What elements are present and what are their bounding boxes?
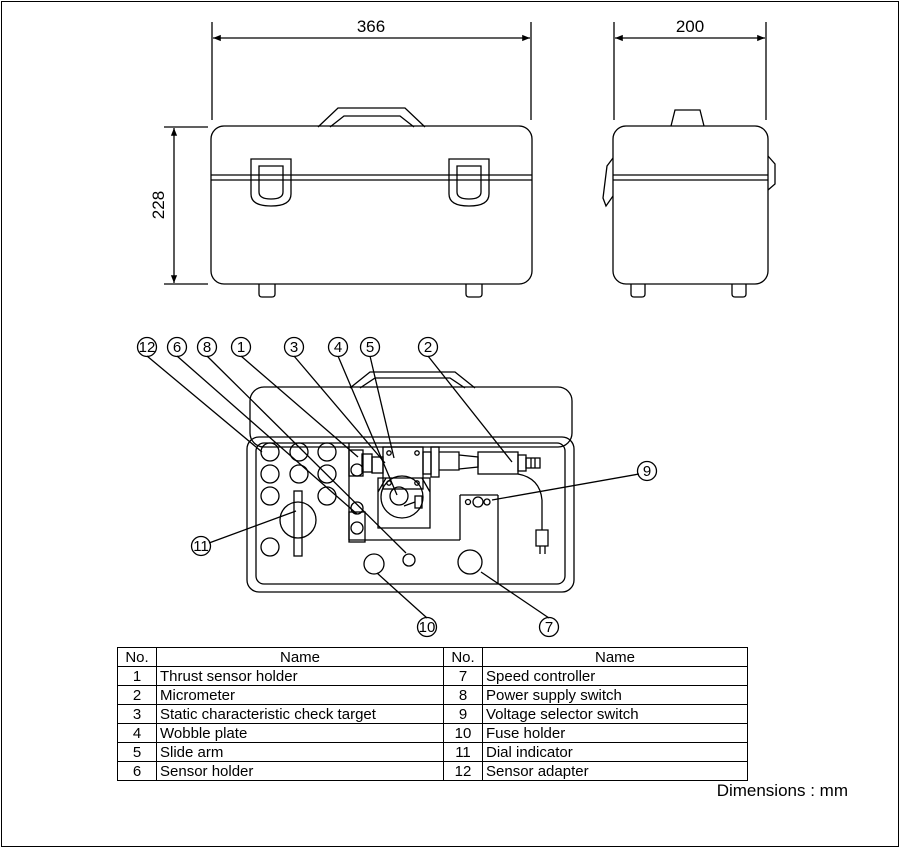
width-dimension bbox=[211, 22, 532, 120]
table-row: 1 Thrust sensor holder 7 Speed controlle… bbox=[117, 666, 748, 686]
part-name: Voltage selector switch bbox=[482, 704, 748, 724]
callout-circles bbox=[136, 336, 658, 638]
part-name: Speed controller bbox=[482, 666, 748, 686]
front-view bbox=[210, 107, 533, 298]
table-row: 4 Wobble plate 10 Fuse holder bbox=[117, 723, 748, 743]
part-name: Dial indicator bbox=[482, 742, 748, 762]
callout-7: 7 bbox=[545, 619, 553, 636]
callout-leaders bbox=[146, 355, 640, 619]
part-number: 2 bbox=[117, 685, 157, 705]
table-row: 5 Slide arm 11 Dial indicator bbox=[117, 742, 748, 762]
part-number: 12 bbox=[443, 761, 483, 781]
callout-4: 4 bbox=[334, 339, 342, 356]
part-number: 1 bbox=[117, 666, 157, 686]
parts-table: No. Name No. Name 1 Thrust sensor holder… bbox=[117, 647, 748, 781]
part-number: 7 bbox=[443, 666, 483, 686]
part-number: 10 bbox=[443, 723, 483, 743]
depth-label: 200 bbox=[676, 17, 704, 36]
callout-3: 3 bbox=[290, 339, 298, 356]
callout-8: 8 bbox=[203, 339, 211, 356]
header-no-right: No. bbox=[443, 647, 483, 667]
callout-9: 9 bbox=[643, 463, 651, 480]
header-name-left: Name bbox=[156, 647, 444, 667]
height-dimension bbox=[164, 126, 208, 285]
part-number: 8 bbox=[443, 685, 483, 705]
part-number: 4 bbox=[117, 723, 157, 743]
part-name: Wobble plate bbox=[156, 723, 444, 743]
table-row: 6 Sensor holder 12 Sensor adapter bbox=[117, 761, 748, 781]
callout-11: 11 bbox=[193, 538, 209, 555]
table-row: 3 Static characteristic check target 9 V… bbox=[117, 704, 748, 724]
width-label: 366 bbox=[357, 17, 385, 36]
part-number: 9 bbox=[443, 704, 483, 724]
part-number: 6 bbox=[117, 761, 157, 781]
case-drawing: 366 228 200 bbox=[136, 17, 776, 638]
header-name-right: Name bbox=[482, 647, 748, 667]
part-name: Sensor adapter bbox=[482, 761, 748, 781]
part-name: Slide arm bbox=[156, 742, 444, 762]
callout-5: 5 bbox=[366, 339, 374, 356]
units-note: Dimensions : mm bbox=[716, 781, 848, 800]
depth-dimension bbox=[613, 22, 767, 120]
callout-6: 6 bbox=[173, 339, 181, 356]
part-name: Power supply switch bbox=[482, 685, 748, 705]
callout-1: 1 bbox=[237, 339, 245, 356]
callout-12: 12 bbox=[139, 339, 156, 356]
side-view bbox=[602, 109, 776, 298]
part-name: Sensor holder bbox=[156, 761, 444, 781]
part-name: Fuse holder bbox=[482, 723, 748, 743]
part-number: 3 bbox=[117, 704, 157, 724]
part-name: Static characteristic check target bbox=[156, 704, 444, 724]
height-label: 228 bbox=[149, 191, 168, 219]
open-case-view bbox=[246, 371, 575, 593]
part-number: 11 bbox=[443, 742, 483, 762]
parts-table-header: No. Name No. Name bbox=[117, 647, 748, 667]
callout-2: 2 bbox=[424, 339, 432, 356]
part-name: Micrometer bbox=[156, 685, 444, 705]
callout-10: 10 bbox=[419, 619, 436, 636]
part-name: Thrust sensor holder bbox=[156, 666, 444, 686]
table-row: 2 Micrometer 8 Power supply switch bbox=[117, 685, 748, 705]
part-number: 5 bbox=[117, 742, 157, 762]
header-no-left: No. bbox=[117, 647, 157, 667]
